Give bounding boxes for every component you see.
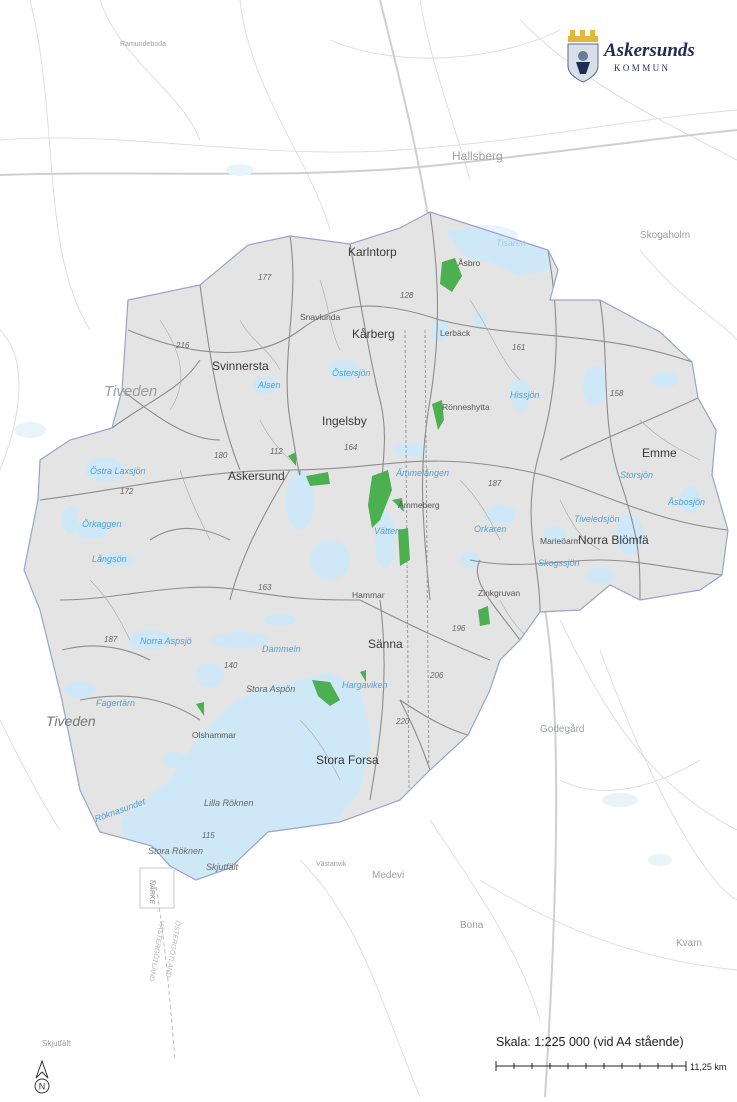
region-tiveden-north: Tiveden — [104, 383, 157, 400]
lake-label-ostersjon: Östersjön — [332, 368, 371, 378]
place-asbro: Åsbro — [458, 258, 480, 268]
lake-label-asbosjon: Åsbosjön — [667, 497, 705, 507]
road-number: 161 — [512, 343, 525, 352]
lake-label-hissjon: Hissjön — [510, 390, 540, 400]
lake-label-tiveledsjon: Tiveledsjön — [574, 514, 619, 524]
municipality-boundary — [23, 211, 729, 881]
municipality-logo-name: Askersunds — [604, 40, 695, 61]
island-label-stora-aspon: Stora Aspön — [246, 684, 295, 694]
place-ramundeboda: Ramundeboda — [120, 41, 166, 48]
road-number: 216 — [175, 341, 190, 350]
place-vastanvik: Västanvik — [316, 861, 347, 868]
lake-label-alsen: Alsen — [257, 380, 281, 390]
province-ostergotland: ÖSTERGÖTLAND — [164, 920, 182, 978]
place-emme: Emme — [642, 446, 677, 460]
lake-label-fagertarn: Fagertärn — [96, 698, 135, 708]
place-stora-forsa: Stora Forsa — [316, 753, 379, 767]
province-vastergotland: VÄSTERGÖTLAND — [147, 920, 166, 982]
road-number: 128 — [400, 291, 414, 300]
road-number-labels: 177 128 216 161 158 164 112 180 172 187 … — [104, 273, 624, 840]
place-askersund: Askersund — [228, 469, 285, 483]
road-number: 206 — [429, 671, 444, 680]
road-number: 180 — [214, 451, 228, 460]
place-ronneshytta: Rönneshytta — [442, 402, 490, 412]
road-number: 158 — [610, 389, 624, 398]
lake-label-tisaren: Tisaren — [496, 238, 526, 248]
lake-label-orkaren: Orkaren — [474, 524, 507, 534]
island-label-lilla-roknen: Lilla Röknen — [204, 798, 254, 808]
road-number: 220 — [395, 717, 410, 726]
place-svinnersta: Svinnersta — [212, 359, 269, 373]
place-hammar: Hammar — [352, 590, 385, 600]
municipality-logo-subtitle: KOMMUN — [614, 63, 671, 73]
road-number: 140 — [224, 661, 238, 670]
place-karlntorp: Karlntorp — [348, 245, 397, 259]
roads-inside — [39, 212, 728, 801]
road-number: 112 — [270, 447, 283, 456]
lake-label-ostra-laxsjon: Östra Laxsjön — [90, 466, 146, 476]
place-kvarn: Kvarn — [676, 938, 702, 949]
askersund-crest — [567, 30, 599, 83]
lake-tisaren — [445, 228, 550, 276]
place-medevi: Medevi — [372, 870, 404, 881]
road-number: 163 — [258, 583, 272, 592]
place-ingelsby: Ingelsby — [322, 414, 367, 428]
place-ammeberg: Åmmeberg — [398, 500, 440, 510]
lake-vattern — [120, 672, 372, 880]
lake-label-langson: Långsön — [92, 554, 127, 564]
road-number: 187 — [104, 635, 118, 644]
province-narke: NÄRKE — [148, 880, 156, 904]
lake-label-skogssjon: Skogssjön — [538, 558, 580, 568]
island-label-stora-roknen: Stora Röknen — [148, 846, 203, 856]
place-skjutfalt: Skjutfält — [42, 1039, 71, 1048]
road-number: 177 — [258, 273, 272, 282]
place-labels-inside: Karlntorp Åsbro Kårberg Svinnersta Ingel… — [192, 245, 677, 767]
road-number: 115 — [202, 831, 215, 840]
protected-areas — [196, 258, 490, 716]
place-marieoarm: Marieöarm — [540, 536, 581, 546]
place-karberg: Kårberg — [352, 327, 395, 341]
place-sanna: Sänna — [368, 637, 403, 651]
place-olshammar: Olshammar — [192, 730, 236, 740]
place-hallsberg: Hallsberg — [452, 149, 503, 163]
place-zinkgruvan: Zinkgruvan — [478, 588, 520, 598]
road-number: 164 — [344, 443, 358, 452]
lake-label-norra-aspsjo: Norra Aspsjö — [140, 636, 192, 646]
municipality-contents — [39, 212, 728, 880]
island-label-skjutfalt: Skjutfält — [206, 862, 239, 872]
north-arrow-icon: N — [34, 1059, 50, 1094]
minor-roads-inside — [89, 279, 701, 781]
place-norra-blomfa: Norra Blömfä — [578, 533, 649, 547]
scale-label: Skala: 1:225 000 (vid A4 stående) — [496, 1035, 684, 1049]
place-godegard: Godegård — [540, 723, 584, 735]
place-bona: Bona — [460, 920, 484, 931]
north-arrow-letter: N — [39, 1082, 46, 1092]
road-number: 172 — [120, 487, 134, 496]
county-border — [154, 879, 176, 1061]
place-snavlunda: Snavlunda — [300, 312, 340, 322]
lake-label-dammeln: Dammeln — [262, 644, 301, 654]
scale-bar — [495, 1061, 687, 1071]
lake-label-storsjon: Storsjön — [620, 470, 653, 480]
lake-label-orkaggen: Örkaggen — [82, 519, 122, 529]
lakes-inside — [62, 310, 700, 768]
place-labels-outside: Hallsberg Skogaholm Medevi Godegård Skju… — [42, 41, 702, 1048]
narke-box — [139, 867, 175, 909]
road-number: 196 — [452, 624, 466, 633]
road-number: 187 — [488, 479, 502, 488]
lake-label-hargaviken: Hargaviken — [342, 680, 388, 690]
lake-label-ammelangen: Ämmelången — [395, 468, 449, 478]
lake-label-vattern: Vättern — [374, 526, 403, 536]
place-skogaholm: Skogaholm — [640, 230, 690, 241]
scale-end-label: 11,25 km — [690, 1062, 727, 1072]
place-lerback: Lerbäck — [440, 328, 471, 338]
region-tiveden-south: Tiveden — [46, 713, 96, 729]
